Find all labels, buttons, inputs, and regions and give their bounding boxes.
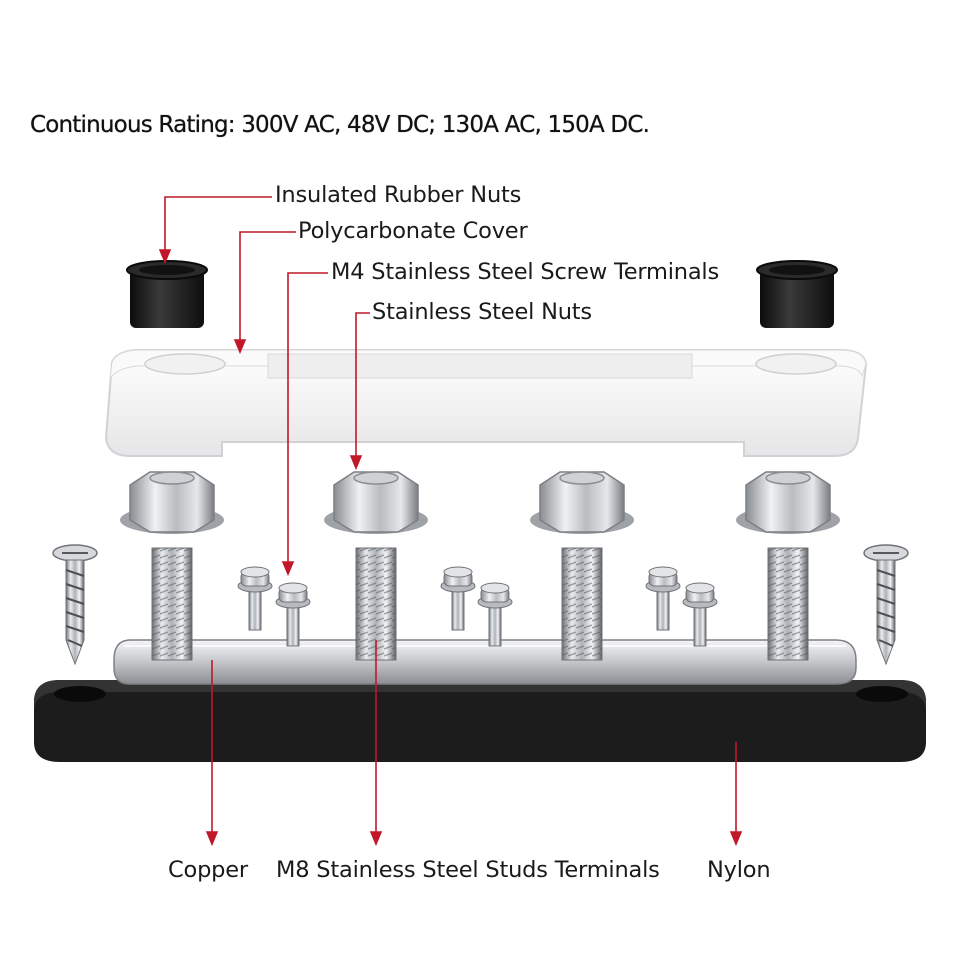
screw-terminal-icon [477,582,513,647]
arrowhead-steel-nuts [349,455,363,471]
label-polycarbonate-cover: Polycarbonate Cover [298,218,528,244]
wood-screw-icon [52,544,98,666]
rubber-nut-icon [756,260,838,328]
flange-nut-icon [530,471,634,534]
stud-icon [561,547,603,661]
screw-terminal-icon [237,566,273,631]
label-steel-nuts: Stainless Steel Nuts [372,299,592,325]
arrowhead-copper [205,831,219,847]
arrowhead-rubber-nuts [158,249,172,265]
arrowhead-screw-terminals [281,561,295,577]
arrowhead-nylon [729,831,743,847]
leader-steel-nuts [355,312,370,462]
leader-rubber-nuts [164,196,272,256]
label-studs: M8 Stainless Steel Studs Terminals [276,857,660,883]
label-nylon: Nylon [707,857,771,883]
flange-nut-icon [736,471,840,534]
flange-nut-icon [324,471,428,534]
rubber-nut-icon [126,260,208,328]
screw-terminal-icon [440,566,476,631]
screw-terminal-icon [645,566,681,631]
polycarbonate-cover-icon [104,349,868,457]
nylon-base-icon [34,680,926,762]
stud-icon [151,547,193,661]
label-screw-terminals: M4 Stainless Steel Screw Terminals [331,259,719,285]
label-copper: Copper [168,857,248,883]
screw-terminal-icon [682,582,718,647]
screw-terminal-icon [275,582,311,647]
stud-icon [767,547,809,661]
leader-screw-terminals [287,272,328,568]
wood-screw-icon [863,544,909,666]
copper-bar-icon [113,639,857,685]
label-rubber-nuts: Insulated Rubber Nuts [275,182,522,208]
flange-nut-icon [120,471,224,534]
arrowhead-studs [369,831,383,847]
arrowhead-cover [233,339,247,355]
leader-lines [158,196,743,847]
leader-cover [239,231,296,346]
rating-heading: Continuous Rating: 300V AC, 48V DC; 130A… [30,112,650,138]
